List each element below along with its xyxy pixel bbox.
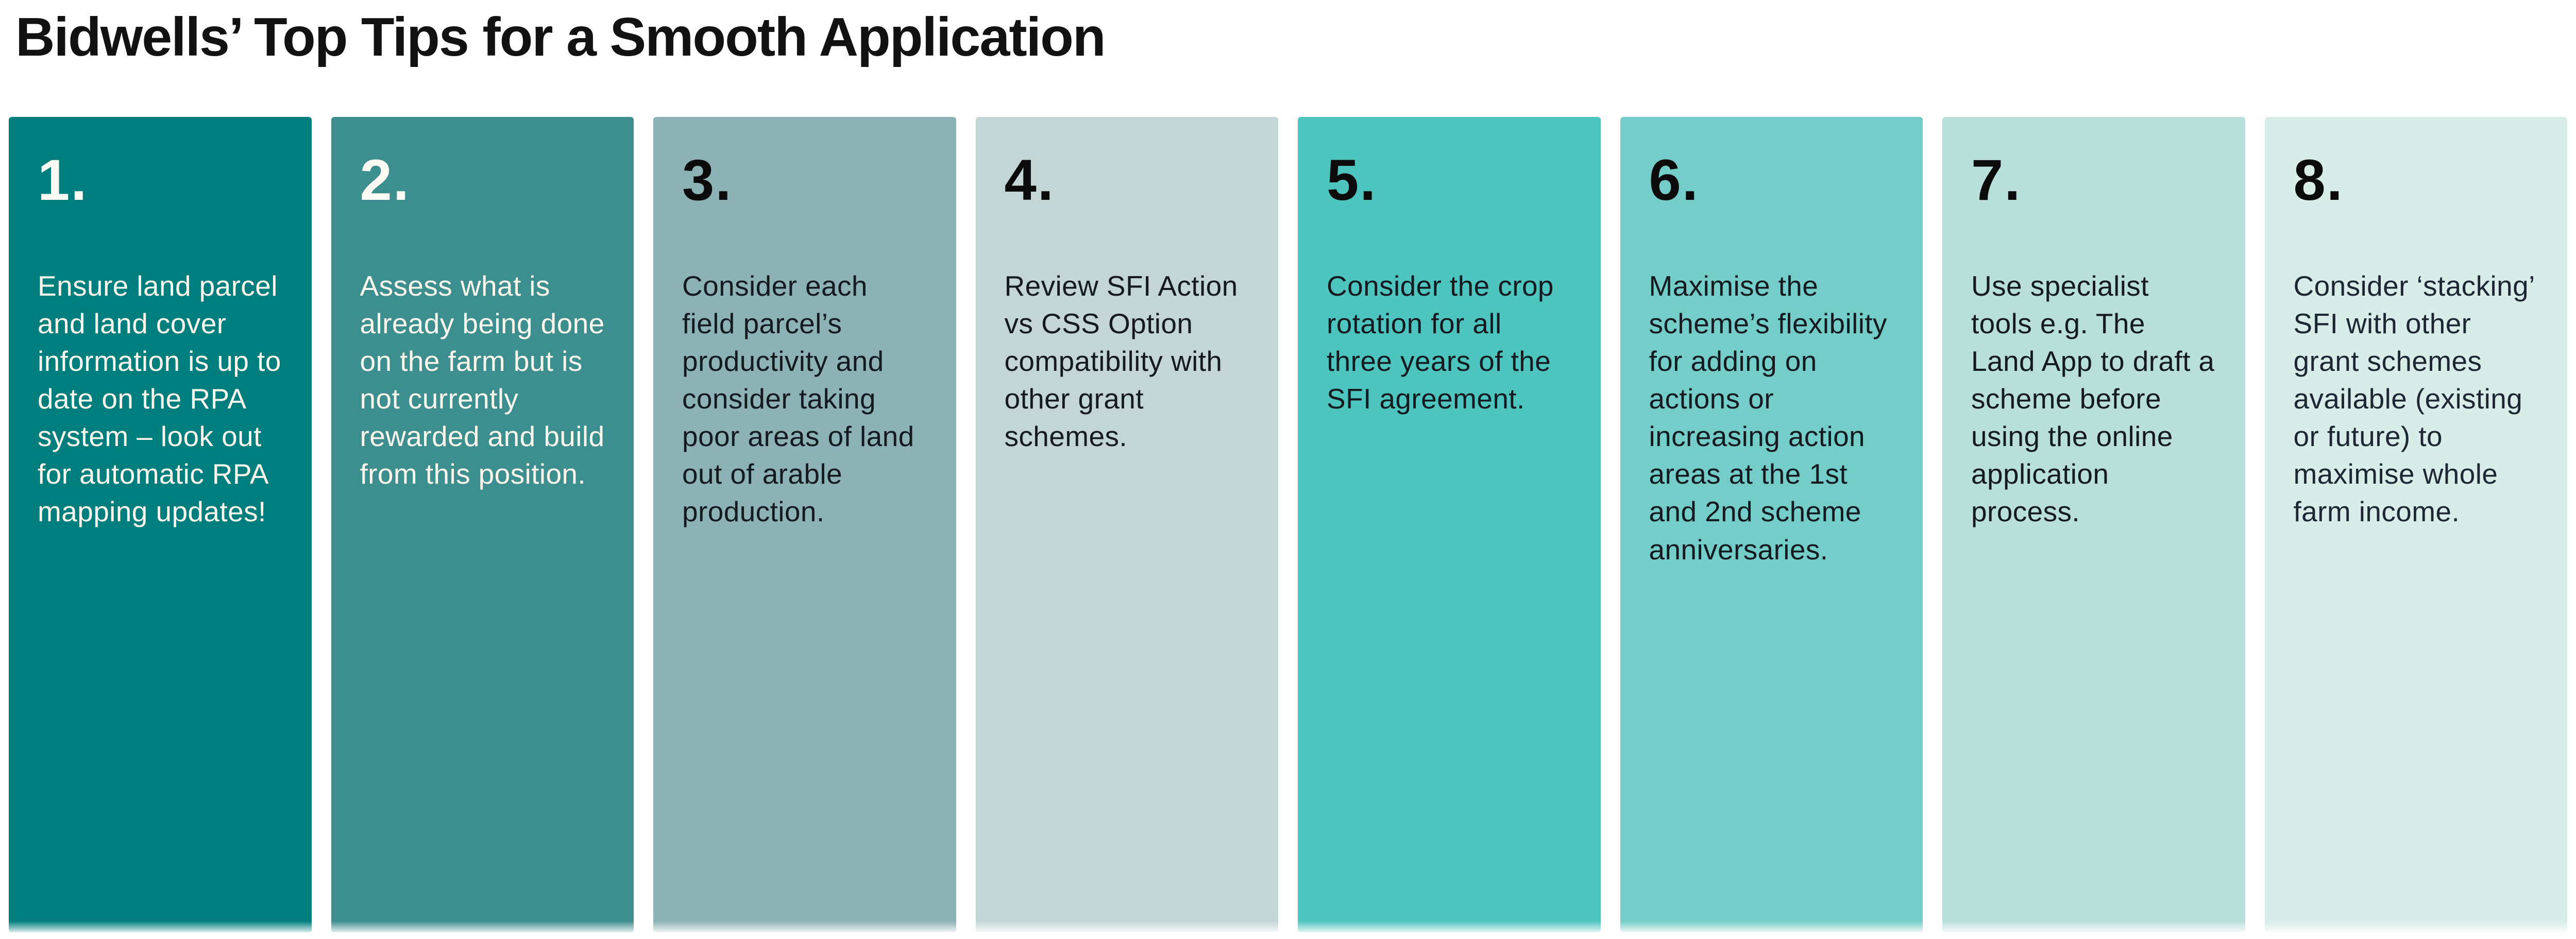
tip-text: Ensure land parcel and land cover inform… [38, 269, 281, 528]
page-title: Bidwells’ Top Tips for a Smooth Applicat… [15, 7, 1106, 67]
tip-text: Use specialist tools e.g. The Land App t… [1971, 269, 2215, 528]
tip-number: 5. [1327, 148, 1377, 212]
tip-card-3: 3. Consider each field parcel’s productiv… [653, 117, 956, 932]
tip-text: Consider ‘stacking’ SFI with other grant… [2293, 269, 2534, 528]
tip-number: 6. [1649, 148, 1699, 212]
tip-card-8: 8. Consider ‘stacking’ SFI with other gra… [2264, 117, 2567, 932]
tip-text: Consider each field parcel’s productivit… [682, 269, 914, 528]
tip-card-1: 1. Ensure land parcel and land cover info… [9, 117, 312, 932]
tip-card-6: 6. Maximise the scheme’s flexibility for … [1620, 117, 1923, 932]
tip-number: 2. [360, 148, 410, 212]
tip-number: 1. [38, 148, 88, 212]
tip-text: Review SFI Action vs CSS Option compatib… [1004, 269, 1238, 453]
tip-card-4: 4. Review SFI Action vs CSS Option compat… [975, 117, 1278, 932]
tip-text: Consider the crop rotation for all three… [1327, 269, 1554, 415]
tip-number: 7. [1971, 148, 2022, 212]
tip-card-2: 2. Assess what is already being done on t… [331, 117, 634, 932]
tips-row: 1. Ensure land parcel and land cover info… [9, 117, 2567, 932]
tip-card-7: 7. Use specialist tools e.g. The Land App… [1942, 117, 2245, 932]
tip-card-5: 5. Consider the crop rotation for all thr… [1298, 117, 1601, 932]
tip-number: 8. [2293, 148, 2344, 212]
tip-text: Assess what is already being done on the… [360, 269, 605, 490]
tip-text: Maximise the scheme’s flexibility for ad… [1649, 269, 1887, 566]
tip-number: 4. [1004, 148, 1055, 212]
tip-number: 3. [682, 148, 733, 212]
